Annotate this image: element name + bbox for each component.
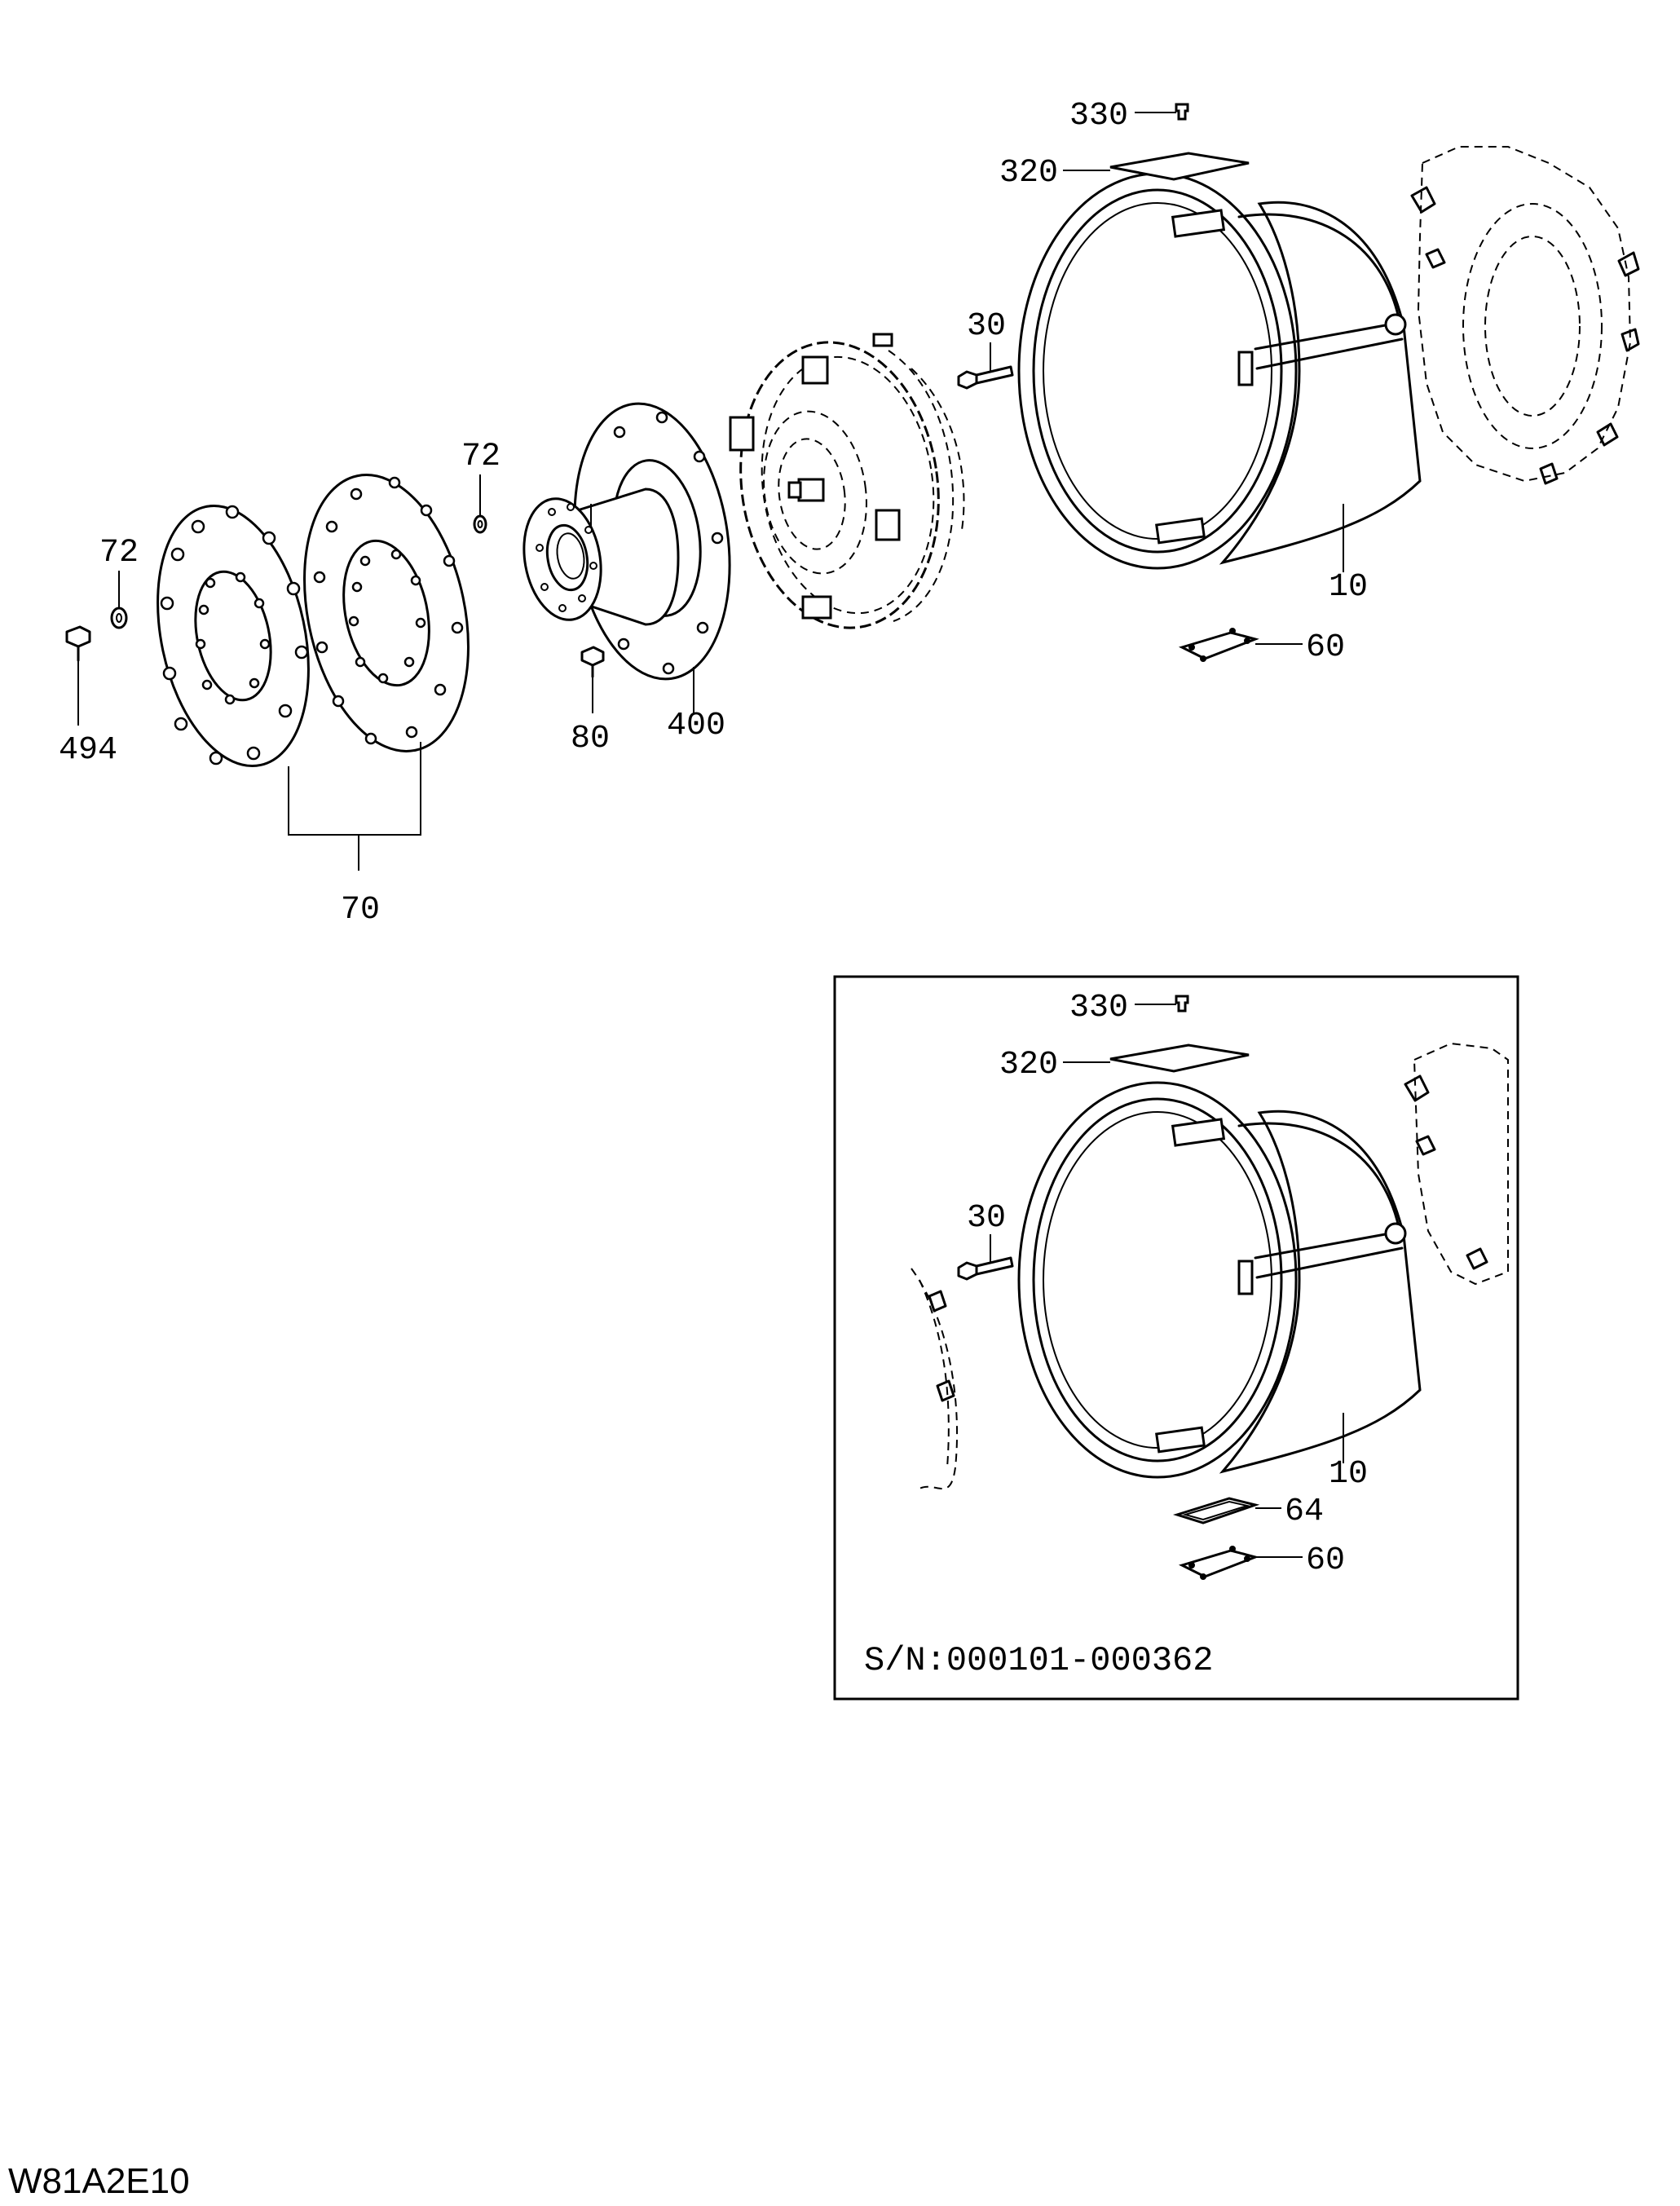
part-70-flex-plate-rear (303, 474, 470, 752)
inset-label-10: 10 (1329, 1456, 1368, 1493)
part-72-washer-left (110, 571, 128, 629)
inset-part-320-gasket (1063, 1043, 1250, 1073)
label-72-center: 72 (461, 439, 500, 475)
part-60-cover (1178, 628, 1303, 662)
drawing-code: W81A2E10 (8, 2161, 190, 2201)
label-10: 10 (1329, 569, 1368, 606)
label-60: 60 (1306, 629, 1345, 666)
inset-frame (833, 975, 1519, 1701)
part-70-flex-plate-front (157, 504, 310, 768)
part-494-bolt (65, 625, 91, 726)
inset-label-60: 60 (1306, 1542, 1345, 1579)
part-320-gasket (1063, 152, 1250, 181)
inset-label-330: 330 (1069, 990, 1128, 1026)
inset-part-10-converter-housing (1017, 1081, 1422, 1479)
inset-torque-converter-fragment (911, 1268, 959, 1490)
inset-label-64: 64 (1285, 1493, 1324, 1530)
part-80-bolt (580, 646, 605, 713)
serial-range-label: S/N:000101-000362 (864, 1641, 1213, 1680)
main-exploded-view: 330 320 30 72 72 494 70 80 400 10 60 (59, 98, 1640, 929)
torque-converter (729, 333, 965, 629)
engine-housing (1410, 146, 1640, 485)
part-330-plug (1135, 103, 1189, 121)
label-80: 80 (571, 721, 610, 757)
part-400-hub-flange (523, 402, 731, 713)
inset-part-60-cover (1178, 1546, 1303, 1580)
part-30-bolt (957, 342, 1014, 390)
label-72-left: 72 (99, 535, 139, 571)
label-320: 320 (999, 155, 1058, 192)
label-30: 30 (967, 308, 1006, 345)
inset-engine-housing-fragment (1404, 1042, 1509, 1286)
label-400: 400 (667, 708, 725, 744)
label-70: 70 (341, 892, 380, 929)
inset-label-320: 320 (999, 1047, 1058, 1083)
inset-part-30-bolt (957, 1234, 1014, 1281)
part-10-converter-housing (1017, 172, 1422, 572)
label-494: 494 (59, 732, 117, 769)
inset-label-30: 30 (967, 1200, 1006, 1237)
label-330: 330 (1069, 98, 1128, 135)
inset-part-64-gasket (1172, 1497, 1281, 1524)
inset-part-330-plug (1135, 995, 1189, 1013)
inset-view: 330 320 30 10 64 60 S/N:000101-000362 (833, 975, 1519, 1701)
part-72-washer-center (473, 474, 487, 534)
